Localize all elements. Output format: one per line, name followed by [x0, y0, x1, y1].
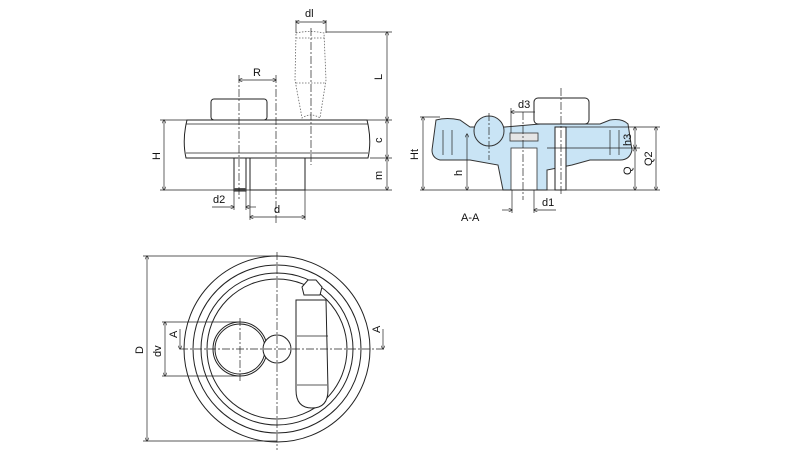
label-m: m	[373, 171, 385, 180]
label-L: L	[373, 74, 385, 80]
label-A-left: A	[168, 330, 180, 338]
top-view: D dv A A	[134, 252, 385, 450]
label-H: H	[151, 152, 163, 160]
label-d2: d2	[213, 194, 225, 206]
label-c: c	[373, 137, 385, 143]
handle-outline	[294, 31, 327, 119]
section-title: A-A	[461, 212, 480, 224]
label-Q2: Q2	[643, 151, 655, 166]
section-knob	[533, 97, 590, 125]
wheel-rim	[183, 119, 371, 159]
label-Ht: Ht	[409, 149, 421, 160]
label-A-right: A	[371, 325, 383, 333]
handle-cap	[301, 279, 323, 296]
label-h3: h3	[622, 134, 634, 146]
label-dl: dl	[305, 8, 314, 20]
label-dv: dv	[152, 345, 164, 357]
pin	[233, 157, 247, 192]
label-h: h	[453, 170, 465, 176]
handle-top	[295, 299, 329, 409]
label-d3: d3	[518, 99, 530, 111]
label-D: D	[134, 346, 146, 354]
bolt	[554, 126, 567, 191]
side-view: dl R L c m H d d2	[151, 8, 392, 225]
bore	[510, 147, 538, 191]
label-Q: Q	[622, 166, 634, 175]
label-d1: d1	[542, 197, 554, 209]
hub-circle	[262, 334, 292, 364]
section-view: Ht h d3 h3 Q Q2 d1 A-A	[409, 88, 660, 224]
hub-lower	[249, 157, 306, 191]
label-d: d	[274, 204, 280, 216]
label-R: R	[253, 67, 261, 79]
